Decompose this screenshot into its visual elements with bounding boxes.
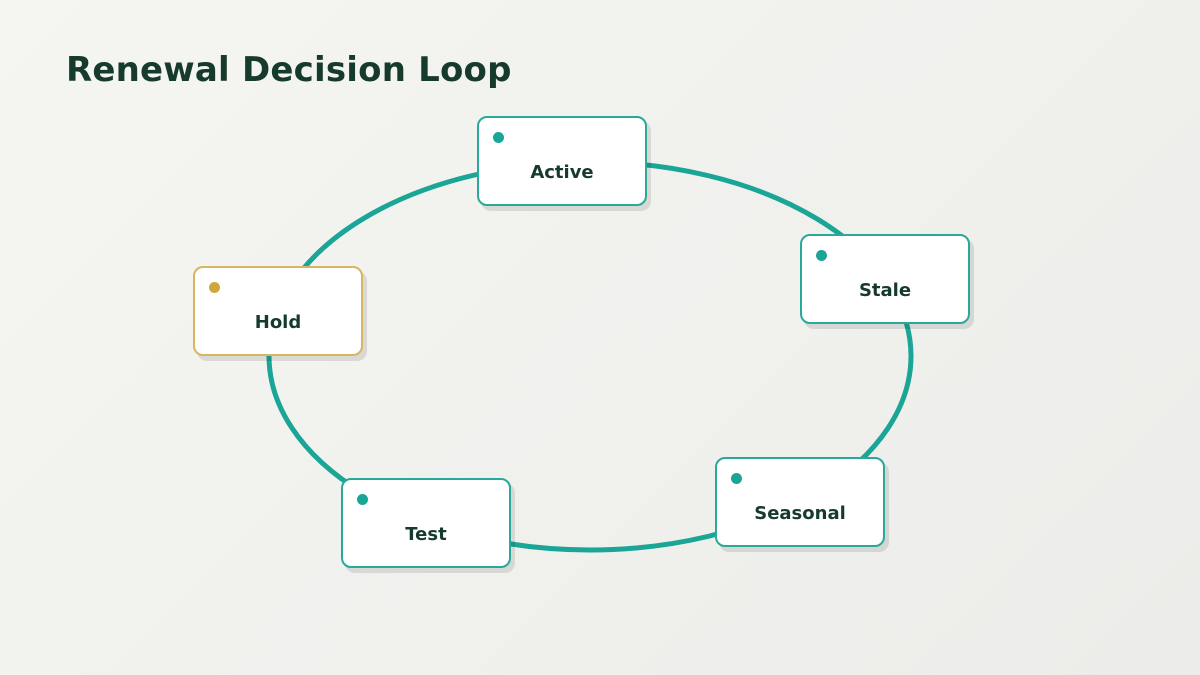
diagram-title: Renewal Decision Loop — [66, 50, 512, 90]
node-label: Stale — [858, 280, 912, 301]
node-hold[interactable]: Hold — [193, 266, 363, 356]
status-dot — [816, 250, 827, 261]
status-dot — [357, 494, 368, 505]
node-test[interactable]: Test — [341, 478, 511, 568]
node-label: Seasonal — [754, 503, 846, 524]
node-stale[interactable]: Stale — [800, 234, 970, 324]
node-seasonal[interactable]: Seasonal — [715, 457, 885, 547]
node-label: Hold — [254, 312, 302, 333]
status-dot — [209, 282, 220, 293]
node-label: Active — [530, 162, 594, 183]
node-label: Test — [405, 524, 447, 545]
node-active[interactable]: Active — [477, 116, 647, 206]
status-dot — [493, 132, 504, 143]
status-dot — [731, 473, 742, 484]
